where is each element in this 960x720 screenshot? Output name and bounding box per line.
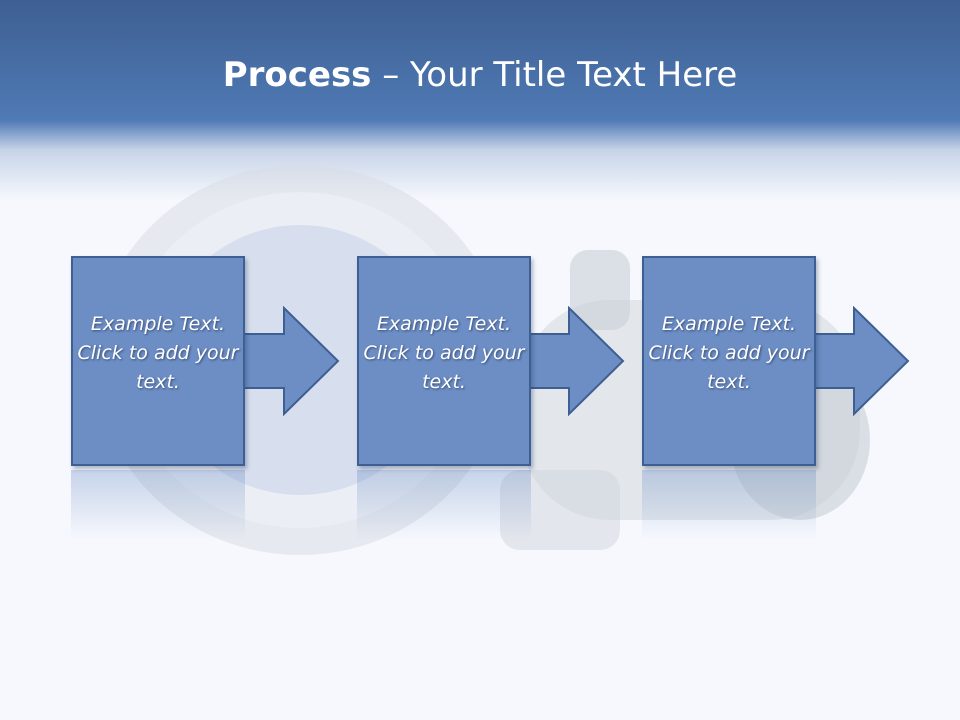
title-rest: – Your Title Text Here (371, 55, 738, 95)
step-3-reflection (642, 470, 816, 540)
step-2-reflection (357, 470, 531, 540)
step-2-text: Example Text. Click to add your text. (363, 313, 525, 393)
step-1-arrow (244, 306, 340, 416)
step-1-reflection (71, 470, 245, 540)
step-3-box[interactable]: Example Text. Click to add your text. (642, 256, 816, 466)
slide-title[interactable]: Process – Your Title Text Here (0, 52, 960, 98)
step-3-arrow (814, 306, 910, 416)
title-bold: Process (222, 55, 372, 95)
header-band (0, 0, 960, 200)
step-2-arrow (529, 306, 625, 416)
step-1-text: Example Text. Click to add your text. (77, 313, 239, 393)
step-3-text: Example Text. Click to add your text. (648, 313, 810, 393)
step-1-box[interactable]: Example Text. Click to add your text. (71, 256, 245, 466)
step-2-box[interactable]: Example Text. Click to add your text. (357, 256, 531, 466)
